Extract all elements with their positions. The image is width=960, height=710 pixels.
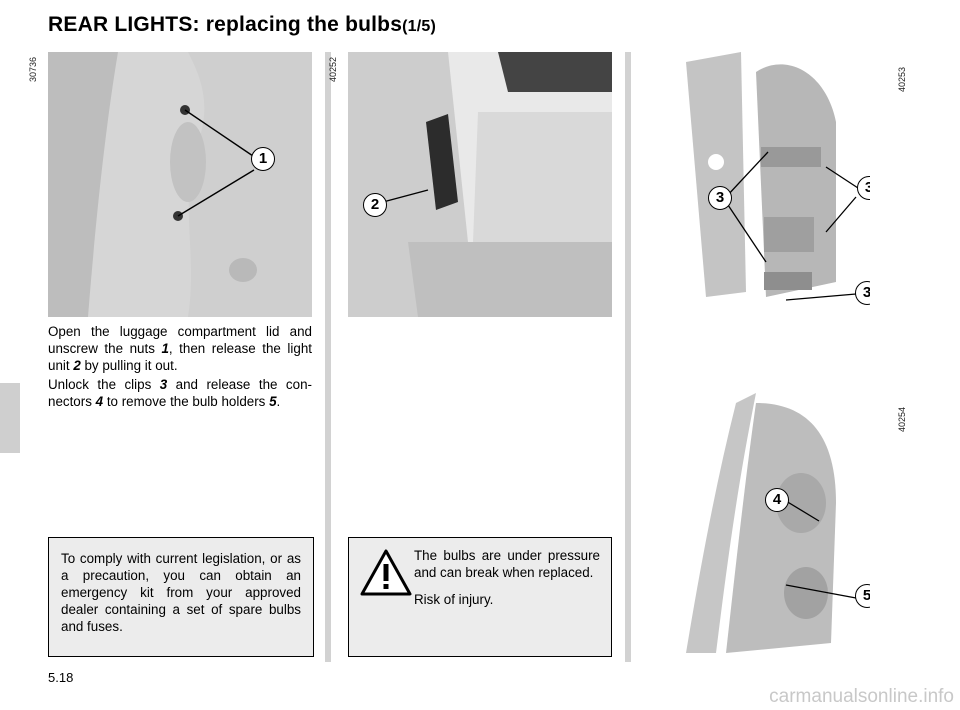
legislation-note-text: To comply with current legislation, or a… (61, 551, 301, 634)
figure-ref-40253: 40253 (897, 66, 907, 92)
ref-nut-1: 1 (161, 341, 169, 356)
warning-line-2: Risk of injury. (414, 592, 494, 607)
instruction-paragraph-2: Unlock the clips 3 and release the con­n… (48, 377, 312, 409)
light-unit-side-illustration (686, 393, 857, 653)
figure-light-unit-clips: 3 3 3 (686, 52, 870, 307)
watermark: carmanualsonline.info (769, 686, 954, 707)
figure-luggage-panel: 1 (48, 52, 312, 317)
page-number: 5.18 (48, 670, 74, 685)
column-divider-right (625, 52, 631, 662)
luggage-panel-illustration (48, 52, 312, 317)
instruction-paragraph-1: Open the luggage compartment lid and uns… (48, 324, 312, 373)
ref-bulb-holders-5: 5 (269, 394, 277, 409)
legislation-note-box: To comply with current legislation, or a… (48, 537, 314, 657)
column-divider-left (325, 52, 331, 662)
figure-ref-40252: 40252 (328, 56, 338, 82)
vehicle-rear-illustration (348, 52, 612, 317)
figure-ref-40254: 40254 (897, 406, 907, 432)
ref-clips-3: 3 (159, 377, 168, 392)
warning-text: The bulbs are under pres­sure and can br… (414, 547, 600, 608)
callout-2: 2 (363, 193, 387, 217)
title-text: REAR LIGHTS: replacing the bulbs (48, 13, 403, 36)
warning-box: The bulbs are under pres­sure and can br… (348, 537, 612, 657)
callout-4: 4 (765, 488, 789, 512)
callout-3-left: 3 (708, 186, 732, 210)
page-title: REAR LIGHTS: replacing the bulbs(1/5) (48, 13, 436, 37)
figure-vehicle-rear: 2 (348, 52, 612, 317)
warning-line-1: The bulbs are under pres­sure and can br… (414, 548, 600, 580)
callout-1: 1 (251, 147, 275, 171)
figure-ref-30736: 30736 (28, 56, 38, 82)
section-tab (0, 383, 20, 453)
warning-triangle-icon (360, 549, 412, 596)
light-unit-back-illustration (686, 52, 859, 301)
ref-light-unit-2: 2 (73, 358, 81, 373)
figure-light-unit-connectors: 4 5 (686, 393, 870, 653)
ref-connectors-4: 4 (95, 394, 104, 409)
title-part: (1/5) (402, 18, 436, 35)
